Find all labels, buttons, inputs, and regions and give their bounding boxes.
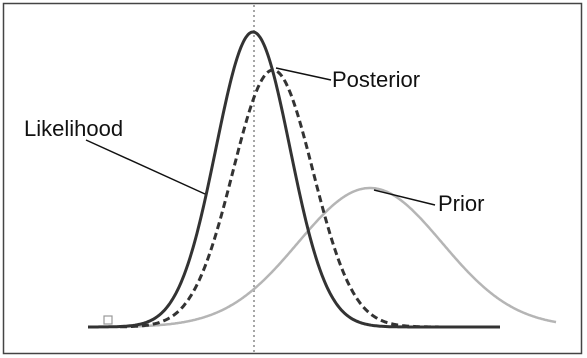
diagram-frame bbox=[2, 2, 583, 355]
likelihood-leader-line bbox=[85, 139, 206, 195]
prior-leader-line bbox=[373, 189, 436, 206]
likelihood-curve bbox=[88, 30, 500, 329]
prior-label: Prior bbox=[438, 191, 484, 216]
posterior-label: Posterior bbox=[332, 67, 420, 92]
posterior-leader-line bbox=[275, 67, 332, 81]
likelihood-label: Likelihood bbox=[24, 116, 123, 141]
prior-curve bbox=[119, 186, 557, 328]
baseline-marker bbox=[103, 315, 113, 325]
